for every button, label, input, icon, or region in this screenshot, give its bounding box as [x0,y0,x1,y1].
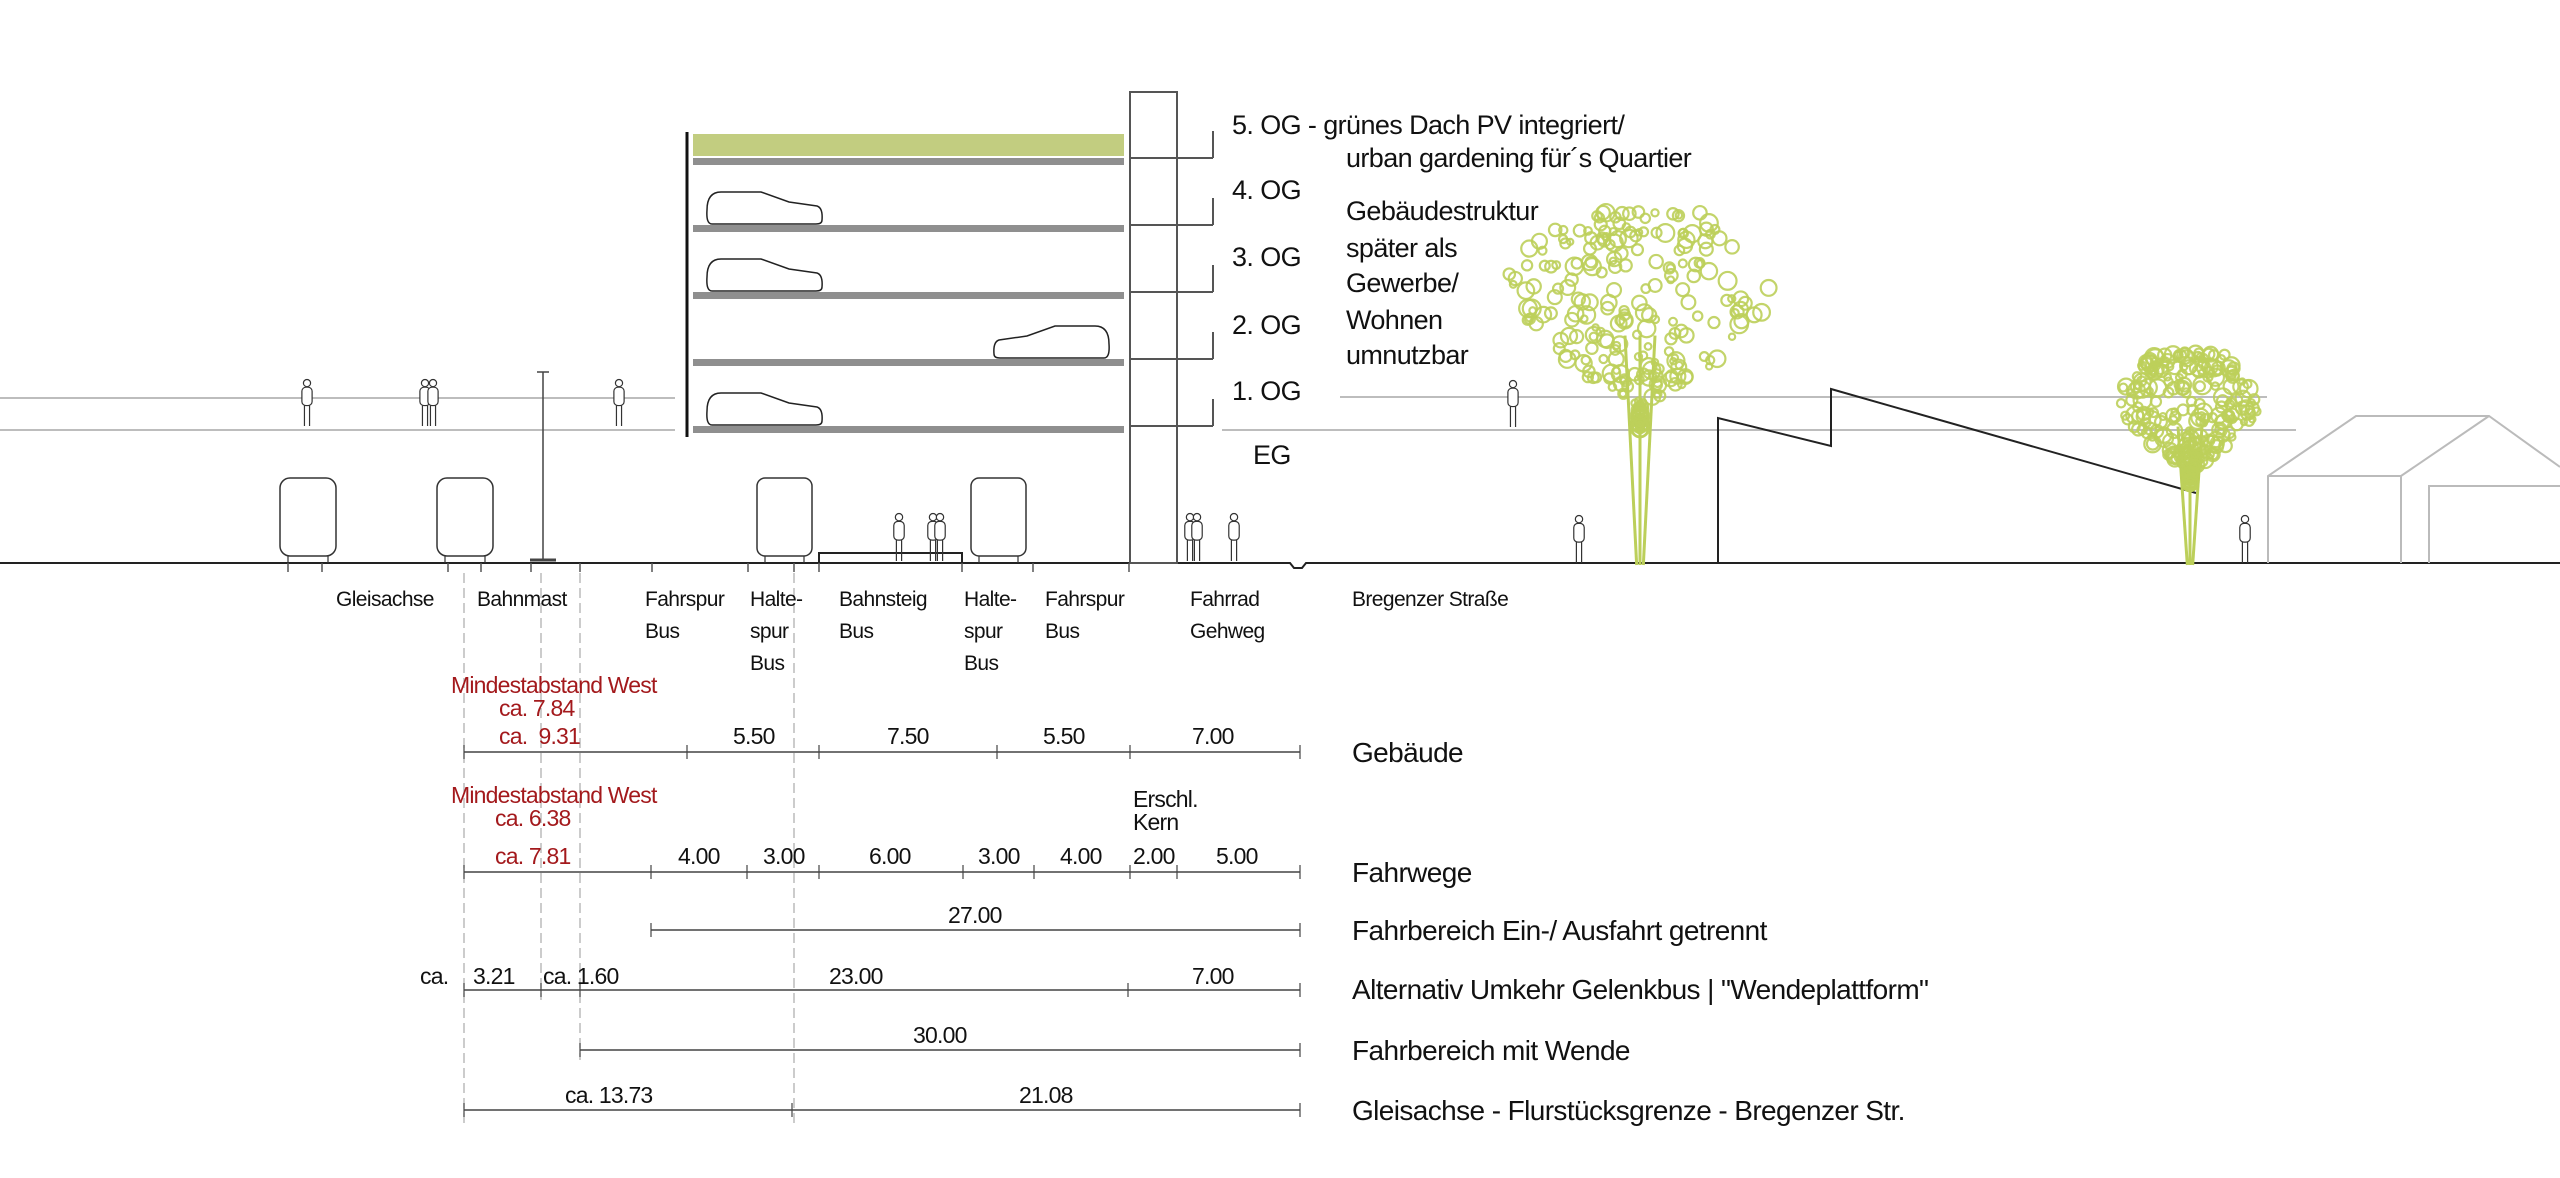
car-icon [706,392,823,426]
dimension-line [650,923,1301,937]
dimension-guides [463,573,795,1125]
zone-label-fahrspur-bus-west: Fahrspur Bus [645,588,725,643]
core-label: Erschl. Kern [1133,786,1198,835]
floor-label-3og: 3. OG [1232,242,1302,272]
zone-label-bahnsteig-bus: Bahnsteig Bus [839,588,928,643]
house [2267,415,2560,563]
dimension-value: 5.50 [1043,723,1085,749]
tree-icon [2115,344,2262,566]
person-icon [613,378,625,426]
bus-platform [818,552,963,563]
car-icon [706,191,823,225]
building-note-line: Wohnen [1346,305,1443,335]
green-roof [693,134,1124,156]
person-icon [1573,514,1585,563]
dimension-row-label: Alternativ Umkehr Gelenkbus | "Wendeplat… [1352,974,1929,1005]
catenary-mast [530,371,556,562]
vehicles [279,371,1027,563]
zone-label-bahnmast: Bahnmast [477,588,567,611]
dimension-value: 3.00 [763,843,805,869]
dimension-row-label: Fahrwege [1352,857,1472,888]
zone-label-haltespur-bus-west: Halte- spur Bus [750,588,803,675]
annotation-value: ca. 6.38 [495,805,571,831]
dimension-value: 5.50 [733,723,775,749]
people [301,378,2251,563]
building-note-line: umnutzbar [1346,340,1469,370]
tram-icon [436,477,494,557]
dimension-value: 4.00 [678,843,720,869]
dimension-lines [463,745,1301,1117]
building-note-line: Gebäudestruktur [1346,196,1539,226]
floor-label-eg: EG [1253,440,1291,470]
person-icon [1228,512,1240,561]
dimension-value: 3.21 [473,963,515,989]
annotation-mindestabstand: Mindestabstand West [451,672,657,698]
floor-label-1og: 1. OG [1232,376,1302,406]
zone-label-fahrrad-gehweg: Fahrrad Gehweg [1190,588,1265,643]
dimension-line [579,1043,1301,1057]
dimension-value: 30.00 [913,1022,967,1048]
person-icon [2239,514,2251,563]
floor-label-4og: 4. OG [1232,175,1302,205]
dimension-prefix: ca. [420,963,449,989]
zone-label-bregenzer-strasse: Bregenzer Straße [1352,588,1509,611]
dimension-line [463,1103,1301,1117]
dimension-value: 2.00 [1133,843,1175,869]
building-note-line: später als [1346,233,1458,263]
person-icon [427,378,439,426]
building-note-line: Gewerbe/ [1346,268,1459,298]
floor-label-2og: 2. OG [1232,310,1302,340]
dimension-value: 5.00 [1216,843,1258,869]
annotation-value: ca. 7.84 [499,695,575,721]
dimension-row-label: Gleisachse - Flurstücksgrenze - Bregenze… [1352,1095,1905,1126]
floor-label-5og: 5. OG - grünes Dach PV integriert/ [1232,110,1625,140]
annotation-mindestabstand: Mindestabstand West [451,782,657,808]
dimension-line [463,983,1301,997]
bus-icon [756,477,813,557]
bus-icon [970,477,1027,557]
trees [1502,202,2262,566]
person-icon [301,378,313,426]
dimension-value: 21.08 [1019,1082,1073,1108]
dimension-value: ca. 13.73 [565,1082,653,1108]
dimension-line [463,865,1301,879]
parking-garage [685,91,1214,564]
person-icon [1507,379,1519,427]
floor-label-5og-line2: urban gardening für´s Quartier [1346,143,1692,173]
stair-core [1129,91,1214,564]
dimension-value: 7.50 [887,723,929,749]
garage-door [2428,485,2560,563]
dimension-value: ca. 1.60 [543,963,619,989]
dimension-row-label: Fahrbereich mit Wende [1352,1035,1631,1066]
sawtooth-hall [1717,387,2197,563]
person-icon [893,512,905,561]
ground-line [0,552,2560,572]
dimension-row-label: Fahrbereich Ein-/ Ausfahrt getrennt [1352,915,1767,946]
dimension-value: 4.00 [1060,843,1102,869]
zone-label-gleisachse: Gleisachse [336,588,434,611]
dimension-value: 7.00 [1192,723,1234,749]
car-icon [993,325,1110,359]
person-icon [1191,512,1203,561]
tram-icon [279,477,337,557]
person-icon [934,512,946,561]
dimension-start-value: ca. 9.31 [499,723,581,749]
level-lines [0,396,2296,431]
dimension-value: 27.00 [948,902,1002,928]
zone-label-haltespur-bus-ost: Halte- spur Bus [964,588,1017,675]
dimension-line [463,745,1301,759]
tree-icon [1502,202,1778,566]
car-icon [706,258,823,292]
dimension-value: 23.00 [829,963,883,989]
dimension-value: 3.00 [978,843,1020,869]
dimension-value: 6.00 [869,843,911,869]
dimension-value: 7.00 [1192,963,1234,989]
dimension-row-label: Gebäude [1352,737,1464,768]
dimension-start-value: ca. 7.81 [495,843,571,869]
zone-label-fahrspur-bus-ost: Fahrspur Bus [1045,588,1125,643]
